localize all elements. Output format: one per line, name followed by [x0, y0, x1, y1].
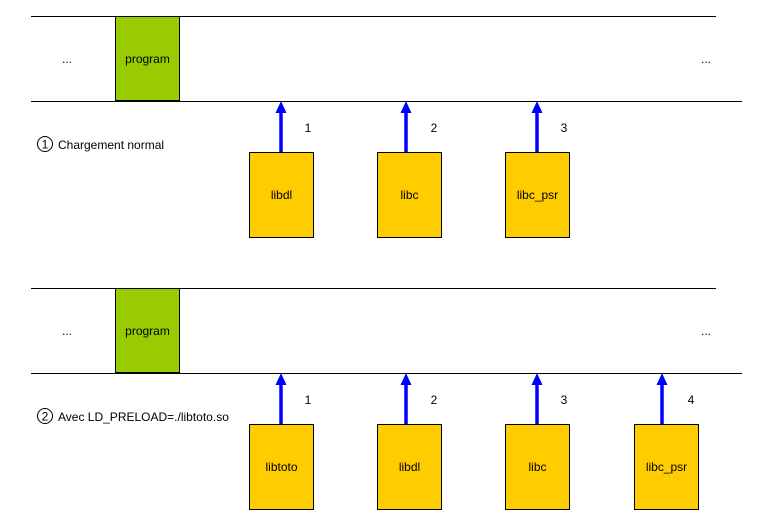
- program-label: program: [125, 52, 170, 66]
- library-label: libtoto: [265, 460, 297, 474]
- arrow-head: [531, 101, 543, 113]
- ellipsis-right: ...: [701, 324, 711, 338]
- load-order: 1: [305, 121, 312, 135]
- scenario-caption: Avec LD_PRELOAD=./libtoto.so: [58, 410, 229, 424]
- load-order: 3: [561, 121, 568, 135]
- library-box: [377, 424, 442, 510]
- step-marker-number: 1: [42, 138, 49, 152]
- library-box: [249, 424, 314, 510]
- step-marker: [37, 136, 53, 152]
- program-box: [115, 16, 180, 101]
- arrow-head: [275, 101, 287, 113]
- arrow-head: [400, 101, 412, 113]
- load-order: 2: [431, 393, 438, 407]
- scenario-caption: Chargement normal: [58, 138, 164, 152]
- program-label: program: [125, 324, 170, 338]
- library-label: libdl: [271, 188, 292, 202]
- library-label: libdl: [399, 460, 420, 474]
- load-order: 3: [561, 393, 568, 407]
- library-block: 1 libtoto: [249, 373, 314, 510]
- library-block: 1 libdl: [249, 101, 314, 238]
- library-block: 4 libc_psr: [634, 373, 699, 510]
- load-order: 4: [688, 393, 695, 407]
- ellipsis-left: ...: [62, 52, 72, 66]
- program-box: [115, 288, 180, 373]
- arrow-head: [275, 373, 287, 385]
- step-marker-number: 2: [42, 410, 49, 424]
- scenario-preload: ... program ... 2 Avec LD_PRELOAD=./libt…: [31, 288, 742, 510]
- scenario-normal: ... program ... 1 Chargement normal 1 li…: [31, 16, 742, 238]
- library-block: 2 libdl: [377, 373, 442, 510]
- arrow-head: [656, 373, 668, 385]
- library-label: libc: [528, 460, 546, 474]
- load-order: 2: [431, 121, 438, 135]
- library-block: 3 libc: [505, 373, 570, 510]
- library-box: [505, 152, 570, 238]
- library-box: [505, 424, 570, 510]
- ellipsis-right: ...: [701, 52, 711, 66]
- library-label: libc_psr: [517, 188, 558, 202]
- library-box: [249, 152, 314, 238]
- arrow-head: [400, 373, 412, 385]
- step-marker: [37, 408, 53, 424]
- library-block: 2 libc: [377, 101, 442, 238]
- arrow-head: [531, 373, 543, 385]
- library-label: libc: [400, 188, 418, 202]
- library-label: libc_psr: [646, 460, 687, 474]
- library-box: [634, 424, 699, 510]
- ellipsis-left: ...: [62, 324, 72, 338]
- library-block: 3 libc_psr: [505, 101, 570, 238]
- library-box: [377, 152, 442, 238]
- load-order: 1: [305, 393, 312, 407]
